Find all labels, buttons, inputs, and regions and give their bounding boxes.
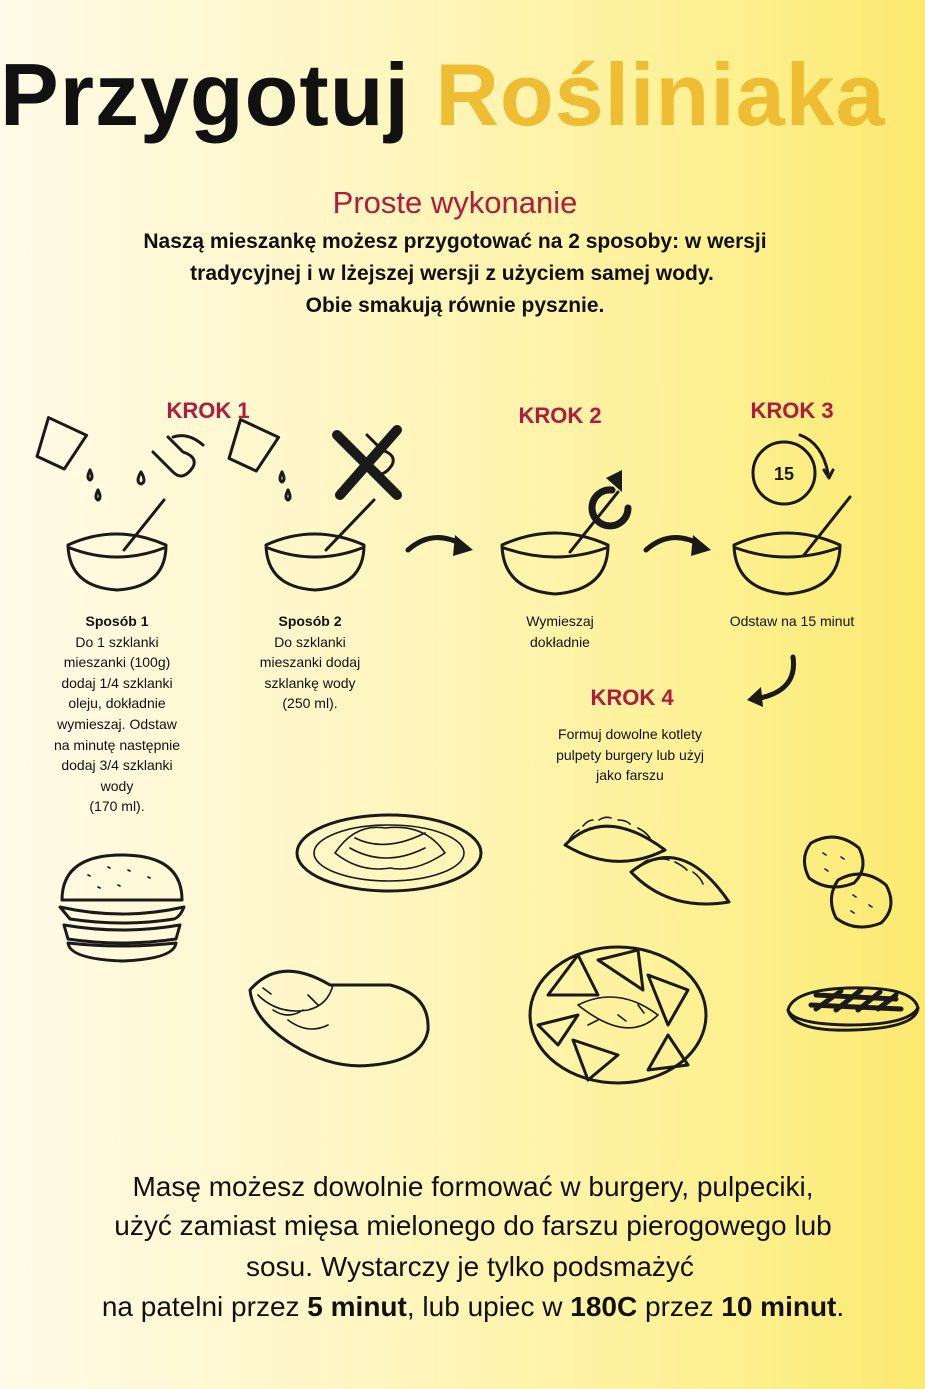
- text-line: (250 ml).: [282, 695, 338, 712]
- step-3-text: Odstaw na 15 minut: [729, 613, 855, 629]
- text-line: szklankę wody: [264, 674, 356, 691]
- text-line: dokładnie: [530, 633, 590, 650]
- bowl-icon: [732, 495, 852, 596]
- bottom-line: użyć zamiast mięsa mielonego do farszu p…: [114, 1210, 832, 1241]
- text-line: wody: [100, 777, 134, 794]
- arrow-right-icon: [405, 535, 473, 556]
- timer-value: 15: [774, 464, 794, 484]
- step-4-text: Formuj dowolne kotlety pulpety burgery l…: [556, 724, 704, 786]
- page-title: Przygotuj Rośliniaka: [0, 40, 886, 150]
- text-line: mieszanki (100g): [63, 654, 171, 671]
- oil-bottle-hand-icon: [136, 434, 205, 486]
- glass-pour-icon: [227, 418, 292, 502]
- step-3-heading: KROK 3: [750, 398, 834, 423]
- intro-line: tradycyjnej i w lżejszej wersji z użycie…: [190, 262, 714, 285]
- subtitle: Proste wykonanie: [332, 185, 578, 220]
- intro-line: Naszą mieszankę możesz przygotować na 2 …: [143, 230, 767, 253]
- text-line: oleju, dokładnie: [68, 695, 166, 712]
- patties-illustration: [803, 835, 893, 929]
- title-part-black: Przygotuj: [0, 45, 410, 144]
- method-1-title: Sposób 1: [85, 613, 149, 629]
- text-line: jako farszu: [596, 767, 664, 784]
- text-line: dodaj 3/4 szklanki: [61, 757, 173, 774]
- text-line: mieszanki dodaj: [259, 654, 361, 671]
- text-line: (170 ml).: [89, 798, 145, 815]
- step-2-heading: KROK 2: [518, 403, 602, 428]
- method-2-text: Sposób 2 Do szklanki mieszanki dodaj szk…: [260, 611, 360, 714]
- crossed-oil-icon: [332, 425, 402, 500]
- arrow-right-icon: [643, 535, 711, 556]
- text-line: Do szklanki: [274, 633, 346, 650]
- nachos-plate-illustration: [528, 945, 708, 1085]
- timer-icon: 15: [751, 433, 835, 506]
- bottom-line: sosu. Wystarczy je tylko podsmażyć: [246, 1251, 694, 1282]
- text-line: na minutę następnie: [53, 736, 181, 753]
- text: .: [836, 1291, 845, 1322]
- method-2-title: Sposób 2: [278, 613, 342, 629]
- text-line: dodaj 1/4 szklanki: [61, 674, 173, 691]
- bowl-icon: [264, 498, 376, 592]
- step-1-heading: KROK 1: [166, 398, 250, 423]
- bottom-line: Masę możesz dowolnie formować w burgery,…: [132, 1171, 814, 1202]
- text: przez: [637, 1291, 722, 1322]
- burger-illustration: [58, 853, 186, 963]
- text: na patelni przez: [101, 1291, 308, 1322]
- emphasis-time: 5 minut: [307, 1291, 407, 1322]
- method-1-text: Sposób 1 Do 1 szklanki mieszanki (100g) …: [54, 611, 180, 817]
- text-line: Wymieszaj: [526, 613, 594, 629]
- wrap-illustration: [248, 969, 430, 1068]
- bottom-line: na patelni przez 5 minut, lub upiec w 18…: [102, 1287, 844, 1327]
- arrow-down-left-icon: [747, 654, 797, 707]
- emphasis-temperature: 180C: [570, 1291, 638, 1322]
- text-line: pulpety burgery lub użyj: [556, 746, 704, 763]
- text-line: Formuj dowolne kotlety: [558, 726, 702, 742]
- step-2-text: Wymieszaj dokładnie: [526, 611, 594, 652]
- intro-line: Obie smakują równie pysznie.: [305, 294, 605, 317]
- title-part-yellow: Rośliniaka: [435, 45, 886, 144]
- emphasis-time: 10 minut: [721, 1291, 837, 1322]
- spaghetti-plate-illustration: [295, 813, 483, 893]
- text-line: wymieszaj. Odstaw: [57, 715, 177, 732]
- dumplings-illustration: [563, 816, 731, 906]
- steak-illustration: [786, 986, 920, 1032]
- text: , lub upiec w: [406, 1291, 571, 1322]
- text-line: Do 1 szklanki: [75, 633, 159, 650]
- bowl-stir-icon: [500, 470, 632, 596]
- glass-pour-icon: [35, 416, 102, 502]
- bowl-icon: [66, 498, 168, 592]
- step-4-heading: KROK 4: [590, 685, 674, 710]
